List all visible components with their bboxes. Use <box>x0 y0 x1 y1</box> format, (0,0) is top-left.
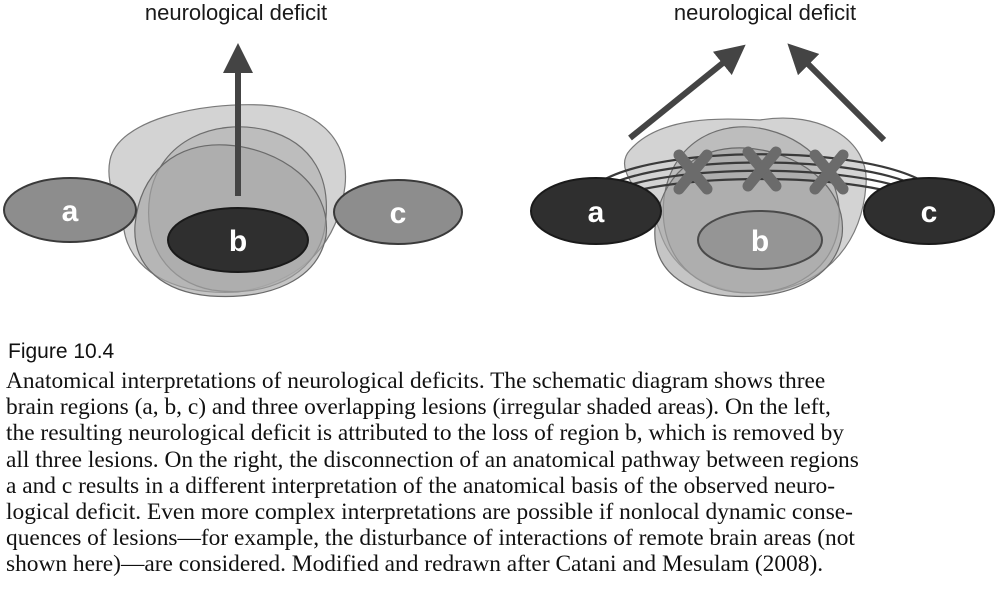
left-region-b-label: b <box>229 225 247 258</box>
figure-number: Figure 10.4 <box>8 340 115 363</box>
lesion-schematic-figure: neurological deficit a b c neurological … <box>3 0 995 298</box>
left-panel: neurological deficit a b c <box>3 0 463 298</box>
cross-2-icon <box>742 146 782 192</box>
caption-line: all three lesions. On the right, the dis… <box>6 446 859 473</box>
right-arrow-right <box>787 43 887 143</box>
caption-line: Anatomical interpretations of neurologic… <box>6 368 826 394</box>
right-outcome-label: neurological deficit <box>674 0 856 25</box>
left-region-a-label: a <box>62 195 79 228</box>
left-region-c-label: c <box>390 197 407 230</box>
right-region-b-ellipse <box>697 210 823 270</box>
caption-text: Anatomical interpretations of neurologic… <box>6 368 994 578</box>
cross-3-icon <box>809 149 849 195</box>
figure-caption: Figure 10.4 Anatomical interpretations o… <box>6 340 994 578</box>
caption-line: brain regions (a, b, c) and three overla… <box>6 394 831 421</box>
caption-line: shown here)—are considered. Modified and… <box>6 551 824 578</box>
right-region-c-ellipse <box>863 177 995 245</box>
left-outcome-label: neurological deficit <box>145 0 327 25</box>
left-region-a-ellipse <box>3 177 137 243</box>
right-region-b-label: b <box>751 225 769 258</box>
caption-line: logical deficit. Even more complex inter… <box>6 499 853 526</box>
right-region-c-label: c <box>921 196 938 229</box>
right-arrow-left <box>628 44 746 141</box>
left-region-c-ellipse <box>333 179 463 245</box>
caption-line: quences of lesions—for example, the dist… <box>6 525 855 552</box>
right-region-a-label: a <box>588 196 605 229</box>
caption-line: a and c results in a different interpret… <box>6 472 835 499</box>
cross-1-icon <box>673 149 713 195</box>
left-region-b-ellipse <box>167 207 309 273</box>
caption-line: the resulting neurological deficit is at… <box>6 420 844 447</box>
right-panel: neurological deficit a b <box>530 0 995 298</box>
right-region-a-ellipse <box>530 177 662 245</box>
